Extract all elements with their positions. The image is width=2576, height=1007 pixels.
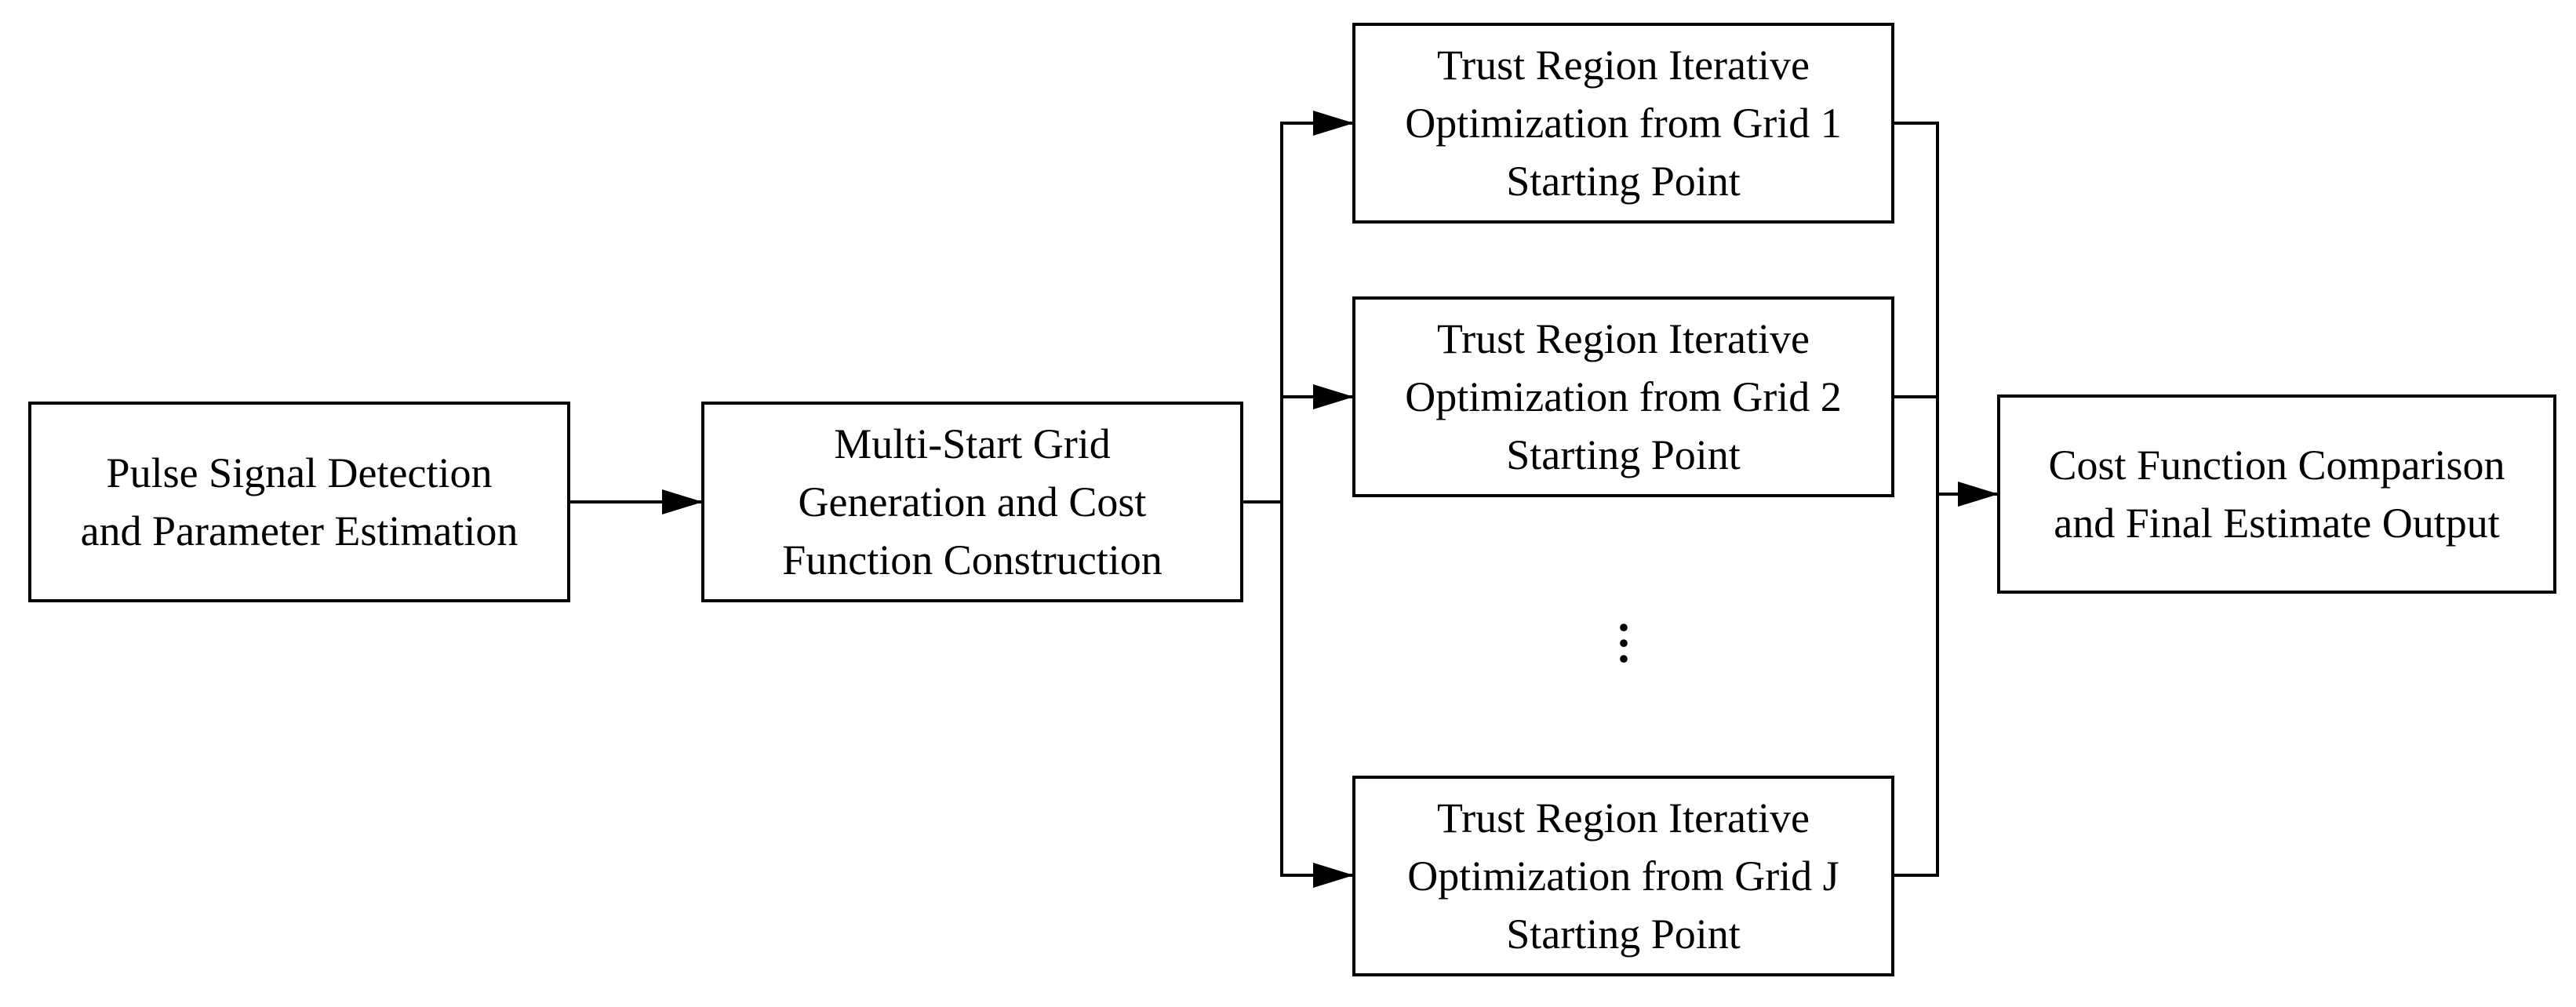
trust-region-1-line-1: Trust Region Iterative — [1437, 42, 1810, 89]
comparison-line-1: Cost Function Comparison — [2048, 442, 2505, 489]
detection-line-2: and Parameter Estimation — [80, 507, 518, 554]
comparison-box: Cost Function Comparison and Final Estim… — [1997, 394, 2556, 594]
trust-region-j-line-1: Trust Region Iterative — [1437, 794, 1810, 842]
vertical-ellipsis: · · · — [1608, 604, 1639, 685]
detection-line-1: Pulse Signal Detection — [106, 449, 493, 496]
trust-region-j-line-2: Optimization from Grid J — [1407, 852, 1839, 900]
trust-region-2-line-3: Starting Point — [1506, 431, 1741, 478]
trust-region-2-box: Trust Region Iterative Optimization from… — [1352, 296, 1894, 497]
trust-region-j-box: Trust Region Iterative Optimization from… — [1352, 776, 1894, 976]
trust-region-1-line-3: Starting Point — [1506, 158, 1741, 205]
comparison-line-2: and Final Estimate Output — [2054, 500, 2500, 547]
trust-region-j-line-3: Starting Point — [1506, 911, 1741, 958]
trust-region-1-line-2: Optimization from Grid 1 — [1405, 100, 1842, 147]
grid-generation-line-2: Generation and Cost — [798, 478, 1147, 525]
grid-generation-line-3: Function Construction — [782, 536, 1162, 583]
trust-region-1-box: Trust Region Iterative Optimization from… — [1352, 23, 1894, 224]
grid-generation-box: Multi-Start Grid Generation and Cost Fun… — [701, 402, 1243, 602]
trust-region-2-line-1: Trust Region Iterative — [1437, 315, 1810, 362]
ellipsis-dot-3: · — [1615, 633, 1632, 685]
trust-region-2-line-2: Optimization from Grid 2 — [1405, 373, 1842, 420]
grid-generation-line-1: Multi-Start Grid — [834, 420, 1111, 467]
detection-box: Pulse Signal Detection and Parameter Est… — [28, 402, 570, 602]
